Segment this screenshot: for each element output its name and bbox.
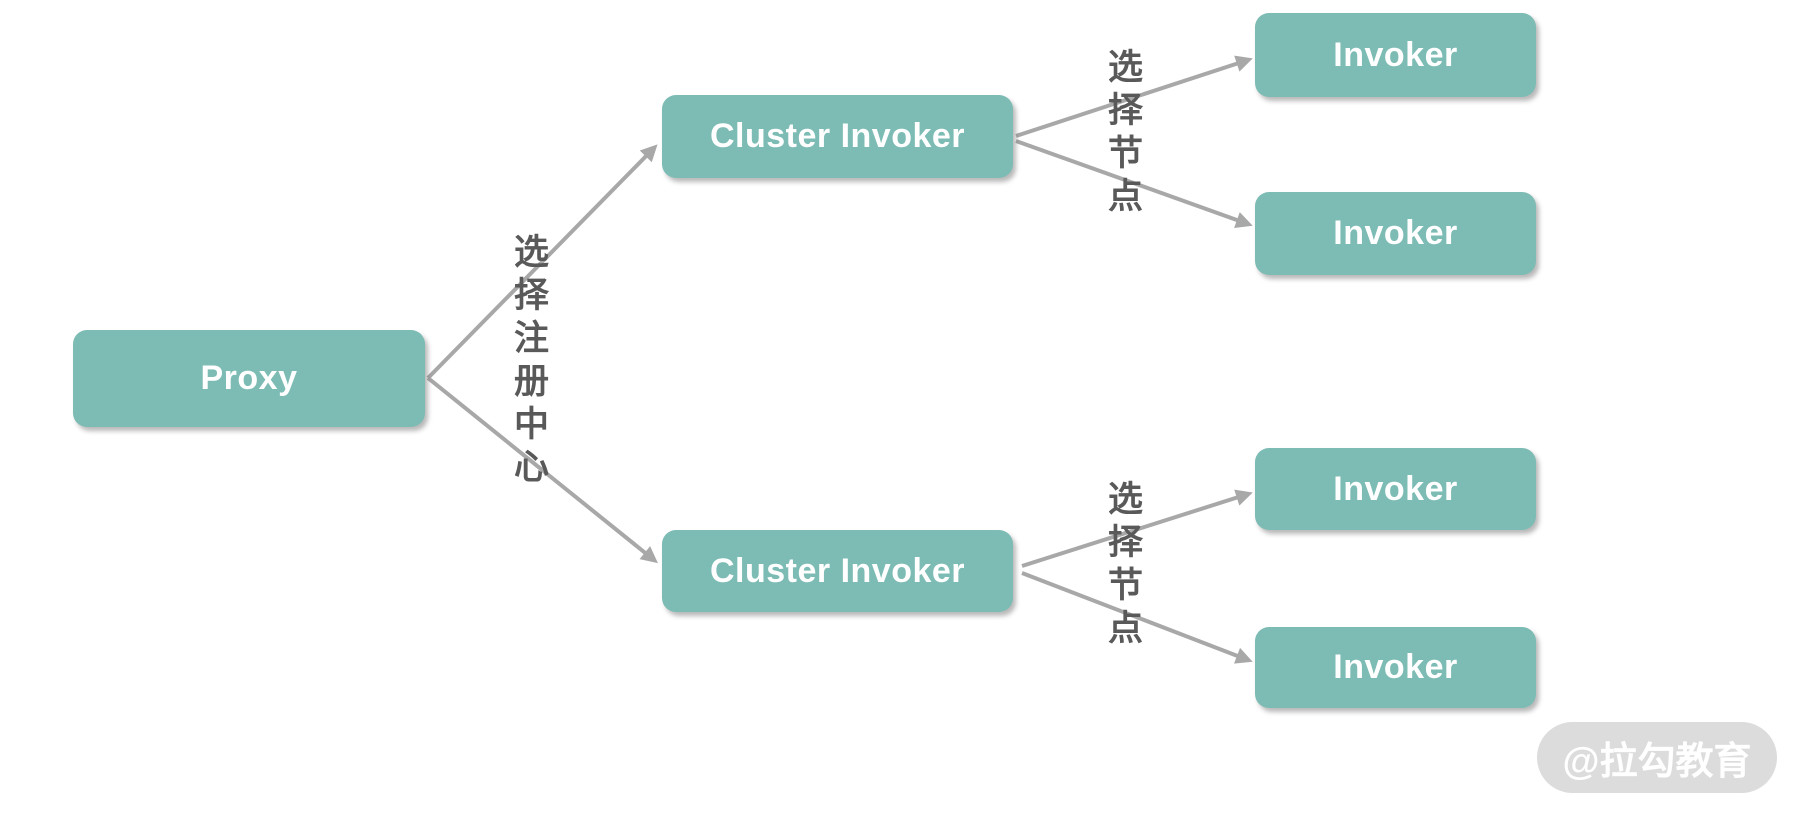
node-invoker-top-2: Invoker [1255,192,1536,275]
node-invoker-bottom-2: Invoker [1255,627,1536,708]
node-cluster-invoker-bottom-label: Cluster Invoker [709,551,966,590]
node-invoker-top-1-label: Invoker [1333,35,1458,74]
node-proxy-label: Proxy [200,359,298,397]
connector-cluster-top-to-invoker-1 [1015,55,1253,138]
edge-label-select-node-bottom: 选择节点 [1103,480,1142,652]
edge-label-select-node-top: 选择节点 [1103,48,1142,220]
node-invoker-bottom-2-label: Invoker [1333,648,1458,686]
connector-cluster-bottom-to-invoker-4 [1021,571,1253,664]
watermark-text: @拉勾教育 [1562,741,1752,783]
edge-label-select-registry: 选择注册中心 [509,233,548,491]
node-cluster-invoker-top-label: Cluster Invoker [709,117,966,155]
connector-proxy-to-cluster-top [426,144,658,380]
connector-cluster-top-to-invoker-2 [1015,139,1253,228]
node-cluster-invoker-bottom: Cluster Invoker [662,530,1013,612]
node-invoker-bottom-1: Invoker [1255,448,1536,530]
connector-proxy-to-cluster-bottom [426,376,658,564]
node-invoker-top-1: Invoker [1255,13,1536,97]
connector-cluster-bottom-to-invoker-3 [1021,489,1253,568]
node-invoker-top-2-label: Invoker [1333,214,1458,252]
node-cluster-invoker-top: Cluster Invoker [662,95,1013,178]
node-proxy: Proxy [73,330,425,427]
watermark-badge: @拉勾教育 [1537,722,1777,793]
node-invoker-bottom-1-label: Invoker [1333,469,1458,508]
